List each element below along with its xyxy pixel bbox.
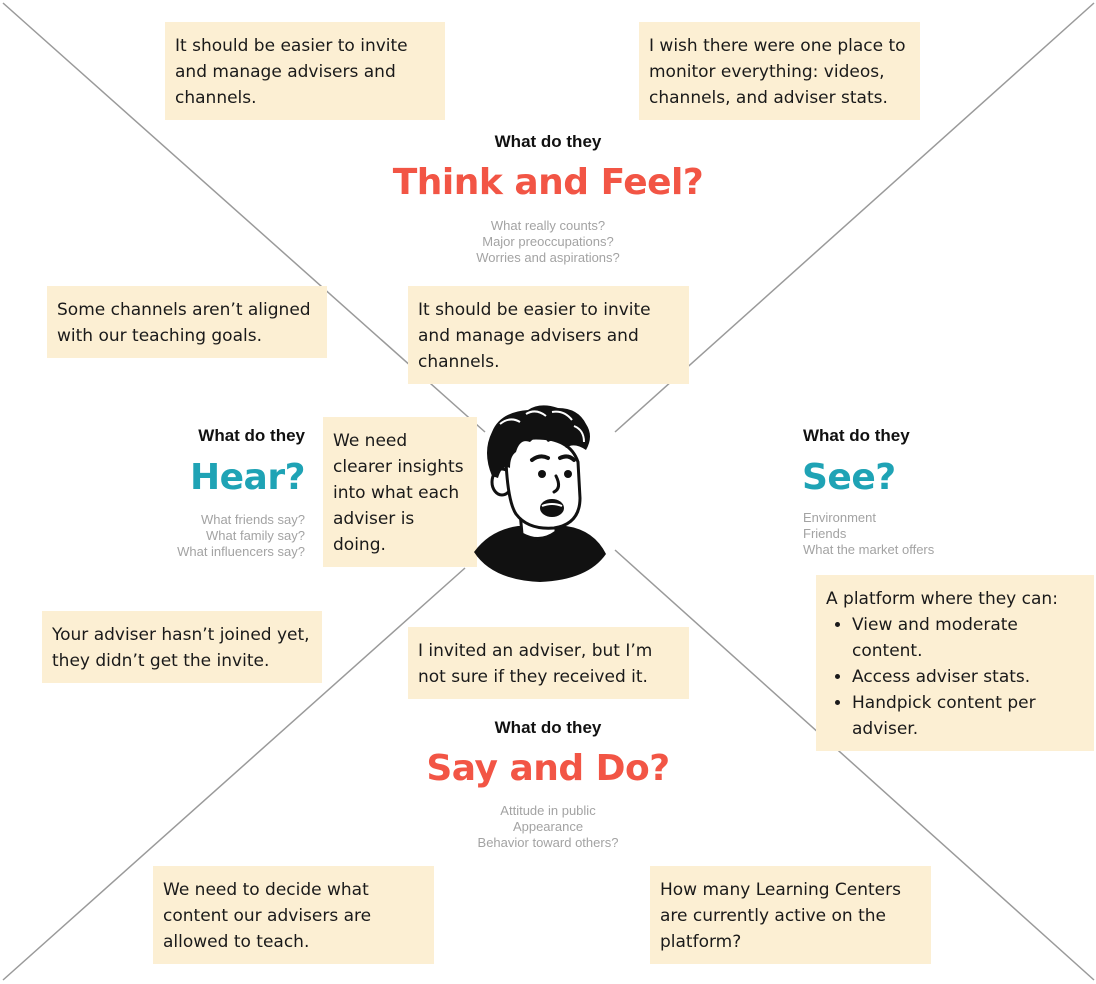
say-title: Say and Do?	[426, 748, 670, 789]
note-text: I wish there were one place to monitor e…	[649, 36, 906, 108]
sticky-note-hear-2: We need clearer insights into what each …	[323, 417, 477, 567]
see-prompt: Friends	[803, 526, 847, 541]
note-text: Your adviser hasn’t joined yet, they did…	[52, 625, 310, 671]
think-heading: What do they	[494, 132, 602, 151]
note-intro: A platform where they can:	[826, 589, 1058, 609]
see-prompt: What the market offers	[803, 542, 935, 557]
sticky-note-say-1: I invited an adviser, but I’m not sure i…	[408, 627, 689, 699]
person-avatar-icon	[474, 405, 606, 582]
say-prompt: Appearance	[512, 819, 584, 834]
say-prompt: Behavior toward others?	[477, 835, 619, 850]
note-bullet: View and moderate content.	[852, 612, 1084, 664]
sticky-note-see-1: A platform where they can: View and mode…	[816, 575, 1094, 751]
see-heading: What do they	[803, 426, 910, 445]
note-bullet: Access adviser stats.	[852, 664, 1084, 690]
divider-top-right	[614, 2, 1095, 433]
see-title: See?	[802, 457, 896, 498]
hear-prompt: What influencers say?	[177, 544, 305, 559]
think-prompt: Major preoccupations?	[482, 234, 614, 249]
note-text: I invited an adviser, but I’m not sure i…	[418, 641, 653, 687]
sticky-note-think-2: I wish there were one place to monitor e…	[639, 22, 920, 120]
hear-prompts: What friends say? What family say? What …	[105, 512, 305, 560]
sticky-note-hear-1: Some channels aren’t aligned with our te…	[47, 286, 327, 358]
hear-prompt: What friends say?	[200, 512, 305, 527]
sticky-note-say-2: We need to decide what content our advis…	[153, 866, 434, 964]
see-prompt: Environment	[803, 510, 876, 525]
note-bullet: Handpick content per adviser.	[852, 690, 1084, 742]
say-heading: What do they	[494, 718, 602, 737]
say-prompts: Attitude in public Appearance Behavior t…	[448, 803, 648, 851]
sticky-note-say-3: How many Learning Centers are currently …	[650, 866, 931, 964]
note-text: We need to decide what content our advis…	[163, 880, 372, 952]
divider-bottom-right	[614, 549, 1095, 981]
think-prompt: What really counts?	[490, 218, 606, 233]
note-text: Some channels aren’t aligned with our te…	[57, 300, 311, 346]
think-prompts: What really counts? Major preoccupations…	[448, 218, 648, 266]
hear-heading: What do they	[198, 426, 305, 445]
sticky-note-think-3: It should be easier to invite and manage…	[408, 286, 689, 384]
think-prompt: Worries and aspirations?	[476, 250, 620, 265]
divider-top-left	[2, 2, 486, 433]
hear-title: Hear?	[190, 457, 305, 498]
note-text: We need clearer insights into what each …	[333, 431, 464, 555]
see-prompts: Environment Friends What the market offe…	[803, 510, 1003, 558]
think-title: Think and Feel?	[392, 162, 704, 203]
note-text: It should be easier to invite and manage…	[418, 300, 651, 372]
sticky-note-hear-3: Your adviser hasn’t joined yet, they did…	[42, 611, 322, 683]
sticky-note-think-1: It should be easier to invite and manage…	[165, 22, 445, 120]
note-text: It should be easier to invite and manage…	[175, 36, 408, 108]
hear-prompt: What family say?	[206, 528, 305, 543]
say-prompt: Attitude in public	[500, 803, 596, 818]
note-bullet-list: View and moderate content. Access advise…	[826, 612, 1084, 742]
note-text: How many Learning Centers are currently …	[660, 880, 901, 952]
divider-bottom-left	[2, 567, 466, 981]
